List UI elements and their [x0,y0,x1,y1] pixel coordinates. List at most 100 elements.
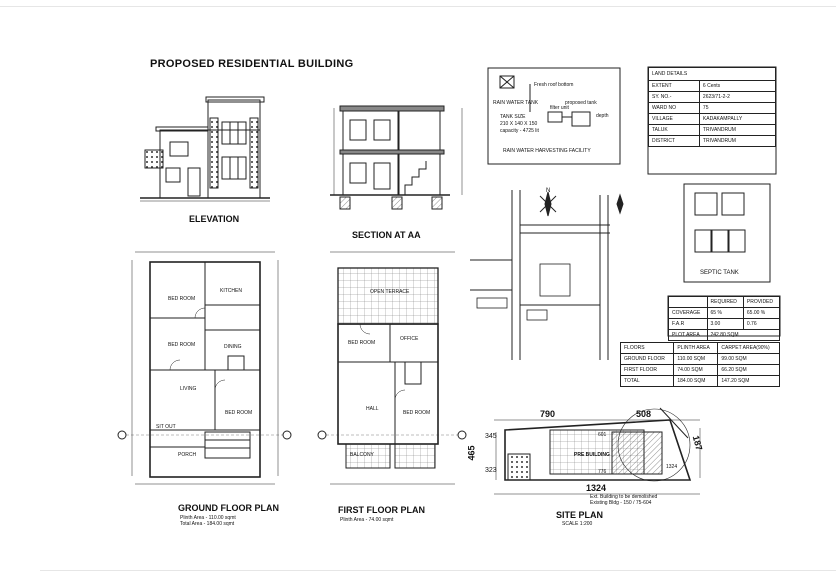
land-key: TALUK [648,124,700,136]
gf-bed-room-2: BED ROOM [168,342,196,348]
septic-tank-drawing [683,183,771,283]
first-floor-label: FIRST FLOOR PLAN [338,505,425,515]
first-floor-plan [317,251,467,485]
land-key: SY. NO.- [648,91,700,103]
site-dim-top: 790 [540,409,556,419]
coverage-row: F.A.R 3.00 0.76 [668,318,781,330]
land-key: EXTENT [648,80,700,92]
ff-office: OFFICE [400,336,419,342]
area-row: FIRST FLOOR 74.00 SQM 66.20 SQM [619,364,780,376]
site-dim-inner-c: 1324 [666,464,678,470]
coverage-header: PROVIDED [742,296,781,308]
area-cell: 184.00 SQM [673,375,719,387]
ground-floor-label: GROUND FLOOR PLAN [178,503,279,513]
land-row: SY. NO.-2623/71-2-2 [648,91,777,103]
site-dim-left-a: 345 [485,433,497,440]
site-plan-label: SITE PLAN [556,510,604,520]
site-dim-inner-a: 601 [598,432,607,438]
area-cell: 147.20 SQM [717,375,780,387]
coverage-cell: 65 % [706,307,744,319]
area-header: PLINTH AREA [673,342,719,354]
coverage-cell: PLOT AREA [668,329,708,341]
site-plan-scale: SCALE 1:200 [562,521,593,527]
gf-porch: PORCH [178,452,197,458]
land-value: 6 Cents [698,80,777,92]
gf-bed-room-3: BED ROOM [225,410,253,416]
ff-bed-room-2: BED ROOM [403,410,431,416]
rw-facility: RAIN WATER HARVESTING FACILITY [503,148,591,154]
coverage-row: COVERAGE 65 % 65.00 % [668,307,781,319]
location-map [470,190,624,360]
sheet-title: PROPOSED RESIDENTIAL BUILDING [150,58,354,70]
rw-filter: filter unit [550,105,569,111]
ff-open-terrace: OPEN TERRACE [370,289,410,295]
area-cell: FIRST FLOOR [619,364,675,376]
ff-bed-room-1: BED ROOM [348,340,376,346]
rain-water-box [487,67,621,165]
land-key: VILLAGE [648,113,700,125]
ff-hall: HALL [366,406,379,412]
coverage-cell: F.A.R [668,318,708,330]
site-building-label: PRE BUILDING [574,452,610,458]
gf-dining: DINING [224,344,242,350]
area-table: FLOORS PLINTH AREA CARPET AREA(90%) GROU… [619,342,780,387]
coverage-cell: 242.80 SQM [706,329,780,341]
land-key: WARD NO [648,102,700,114]
rw-depth: depth [596,113,609,119]
area-cell: 74.00 SQM [673,364,719,376]
gf-living: LIVING [180,386,197,392]
section-label: SECTION AT AA [352,230,421,240]
land-key: DISTRICT [648,135,700,147]
coverage-row: PLOT AREA 242.80 SQM [668,329,780,341]
land-value: TRIVANDRUM [698,135,777,147]
coverage-table: REQUIRED PROVIDED COVERAGE 65 % 65.00 % … [668,296,781,341]
land-value: 75 [698,102,777,114]
land-value: 2623/71-2-2 [698,91,777,103]
coverage-cell: 0.76 [742,318,781,330]
area-row: TOTAL 184.00 SQM 147.20 SQM [619,375,780,387]
area-cell: 99.00 SQM [717,353,780,365]
area-header: CARPET AREA(90%) [717,342,780,354]
first-floor-note-1: Plinth Area - 74.00 sqmt [340,517,394,523]
area-cell: 110.00 SQM [673,353,719,365]
coverage-cell: 65.00 % [742,307,781,319]
area-cell: 66.20 SQM [717,364,780,376]
rw-header-note: Fresh roof bottom [534,82,574,88]
area-row: GROUND FLOOR 110.00 SQM 99.00 SQM [619,353,780,365]
septic-tank-label: SEPTIC TANK [700,270,739,276]
elevation-drawing [140,96,270,202]
rw-tank-size-1: TANK SIZE [500,114,526,120]
site-note-1: Ext. Building to be demolished [590,494,658,500]
site-dim-top-right: 508 [636,409,652,419]
ff-balcony: BALCONY [350,452,374,458]
area-header: FLOORS [619,342,675,354]
site-dim-inner-b: 776 [598,469,607,475]
gf-sit-out: SIT OUT [156,424,176,430]
site-dim-left-b: 323 [485,467,497,474]
site-dim-bottom: 1324 [586,483,607,493]
bottom-divider [40,570,836,571]
rw-tank-size-2: 210 X 140 X 150 [500,121,538,127]
coverage-cell: COVERAGE [668,307,708,319]
gf-bed-room-1: BED ROOM [168,296,196,302]
ground-floor-note-2: Total Area - 184.00 sqmt [180,521,235,527]
gf-kitchen: KITCHEN [220,288,242,294]
site-dim-left-side: 465 [466,445,477,461]
area-cell: GROUND FLOOR [619,353,675,365]
site-note-2: Existing Bldg - 150 / 75-604 [590,500,652,506]
rw-tank-size-3: capacity - 4725 lit [500,128,539,134]
top-divider [0,6,836,7]
elevation-label: ELEVATION [189,214,240,224]
area-cell: TOTAL [619,375,675,387]
land-value: TRIVANDRUM [698,124,777,136]
coverage-header [668,296,708,308]
land-value: KADAKAMPALLY [698,113,777,125]
coverage-cell: 3.00 [706,318,744,330]
site-plan [494,407,701,495]
